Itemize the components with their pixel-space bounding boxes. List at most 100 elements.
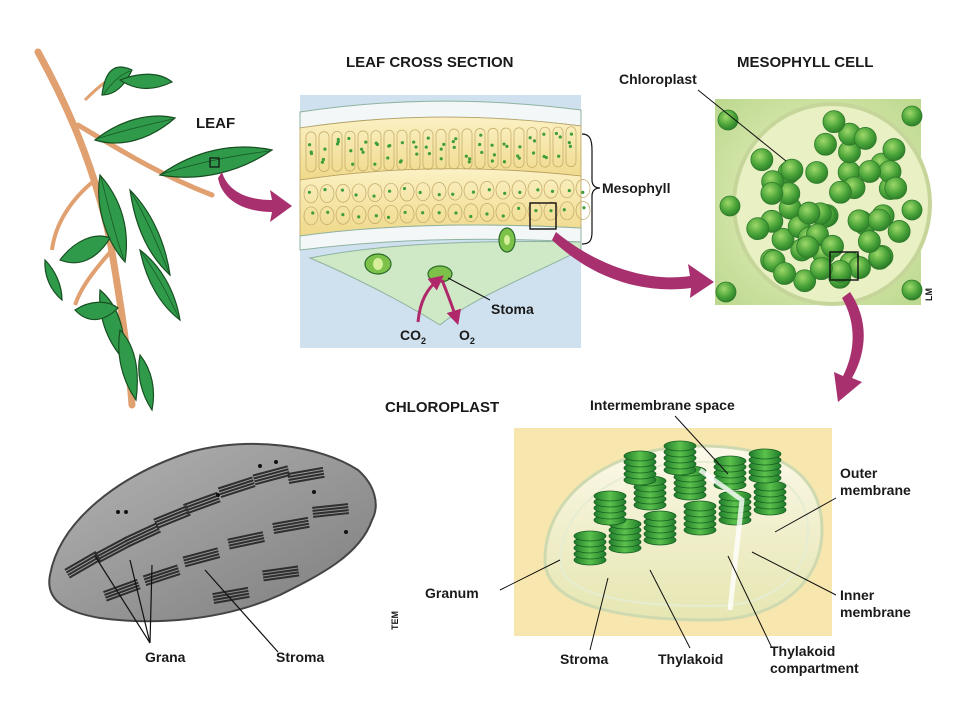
palisade-cell (461, 128, 473, 170)
chloroplast-dot (464, 154, 468, 158)
tem-label: TEM (390, 611, 400, 630)
palisade-cell (409, 129, 421, 171)
chloroplast-dot (364, 140, 368, 144)
mesophyll-chloroplast (797, 201, 821, 225)
granum-stack (593, 490, 627, 526)
chloroplast-dot (558, 135, 562, 139)
tem-granum (312, 503, 350, 518)
chloroplast-dot (437, 193, 441, 197)
chloroplast-dot (568, 144, 572, 148)
chloroplast-dot (427, 152, 432, 156)
thylakoid-label: Thylakoid (658, 651, 723, 667)
stoma-label: Stoma (491, 301, 534, 317)
chloroplast-dot (502, 160, 507, 164)
palisade-cell (396, 129, 408, 171)
chloroplast-dot (351, 162, 355, 166)
chloroplast-dot (307, 143, 312, 147)
chloroplast-title: CHLOROPLAST (385, 399, 499, 416)
chloroplast-dot (454, 211, 458, 215)
chloroplast-dot (360, 147, 364, 151)
mesophyll-chloroplast (901, 199, 923, 221)
chloroplast-dot (490, 159, 494, 163)
spongy-cell (319, 206, 335, 225)
mesophyll-chloroplast (746, 217, 770, 241)
leaf-title: LEAF (196, 115, 235, 132)
palisade-cell (305, 131, 317, 173)
mesophyll-chloroplast (887, 220, 911, 243)
chloroplast-dot (485, 212, 489, 216)
chloroplast-dot (471, 190, 476, 194)
spongy-cell (463, 203, 479, 223)
spongy-cell (415, 204, 431, 224)
tem-granum (182, 547, 221, 568)
mesophyll-chloroplast (853, 127, 877, 150)
granum-stack (608, 518, 642, 554)
chloroplast-dot (517, 206, 521, 210)
spongy-cell (383, 204, 399, 224)
mesophyll-chloroplast (901, 105, 923, 127)
chloroplast-3d-model (514, 428, 832, 636)
chloroplast-dot (528, 136, 532, 140)
arrow-section-to-cell (552, 232, 714, 298)
chloroplast-dot (388, 189, 392, 193)
chloroplast-dot (323, 147, 327, 151)
chloroplast-dot (336, 137, 340, 142)
spongy-cell (527, 180, 543, 199)
chloroplast-dot (418, 190, 422, 195)
chloroplast-dot (421, 211, 425, 215)
mesophyll-chloroplast (717, 109, 739, 131)
tem-granum (217, 476, 256, 499)
spongy-cell (575, 201, 591, 220)
spongy-cell (351, 183, 367, 203)
spongy-cell (367, 183, 383, 202)
granum-stack (748, 448, 782, 484)
granum-stack (663, 440, 697, 476)
chloroplast-dot (307, 190, 311, 194)
mesophyll-chloroplast (810, 257, 833, 281)
spongy-cell (303, 206, 319, 226)
mesophyll-chloroplast (848, 256, 871, 279)
chloroplast-dot (386, 215, 391, 219)
o2-label: O2 (459, 327, 475, 346)
chloroplast-dot (424, 145, 428, 149)
spongy-cell (495, 202, 511, 222)
granum-stack (573, 530, 607, 566)
tem-granum (227, 531, 265, 550)
tem-granum (64, 551, 102, 579)
chloroplast-dot (326, 210, 330, 214)
chloroplast-dot (340, 188, 345, 192)
chloroplast-dot (354, 193, 358, 197)
spongy-cell (511, 202, 527, 222)
mesophyll-chloroplast (715, 281, 737, 303)
tem-granum (272, 516, 310, 534)
chloroplast-dot (399, 159, 403, 163)
spongy-cell (431, 204, 447, 223)
chloroplast-dot (341, 212, 345, 217)
tem-granum (262, 565, 300, 582)
chloroplast-dot (386, 156, 390, 160)
chloroplast-dot (582, 206, 586, 210)
chloroplast-dot (323, 188, 327, 192)
spongy-cell (463, 181, 479, 201)
chloroplast-dot (518, 190, 522, 194)
spongy-cell (559, 179, 575, 199)
stem-branch (75, 122, 215, 198)
o2-arrow (440, 279, 461, 326)
intermembrane-space-label: Intermembrane space (590, 397, 735, 413)
chloroplast-dot (536, 188, 540, 192)
tem-granum (153, 505, 191, 529)
mesophyll-chloroplast (719, 195, 741, 217)
mesophyll-chloroplast (771, 227, 795, 251)
stroma-tem-label: Stroma (276, 649, 324, 665)
granum-label: Granum (425, 585, 479, 601)
chloroplast-dot (516, 154, 520, 158)
granum-stack (643, 510, 677, 546)
chloroplast-dot (372, 194, 376, 198)
granum-stack (753, 480, 787, 516)
chloroplast-dot (442, 142, 446, 146)
chloroplast-dot (321, 157, 326, 162)
spongy-cell (543, 201, 559, 221)
chloroplast-dot (581, 190, 585, 195)
